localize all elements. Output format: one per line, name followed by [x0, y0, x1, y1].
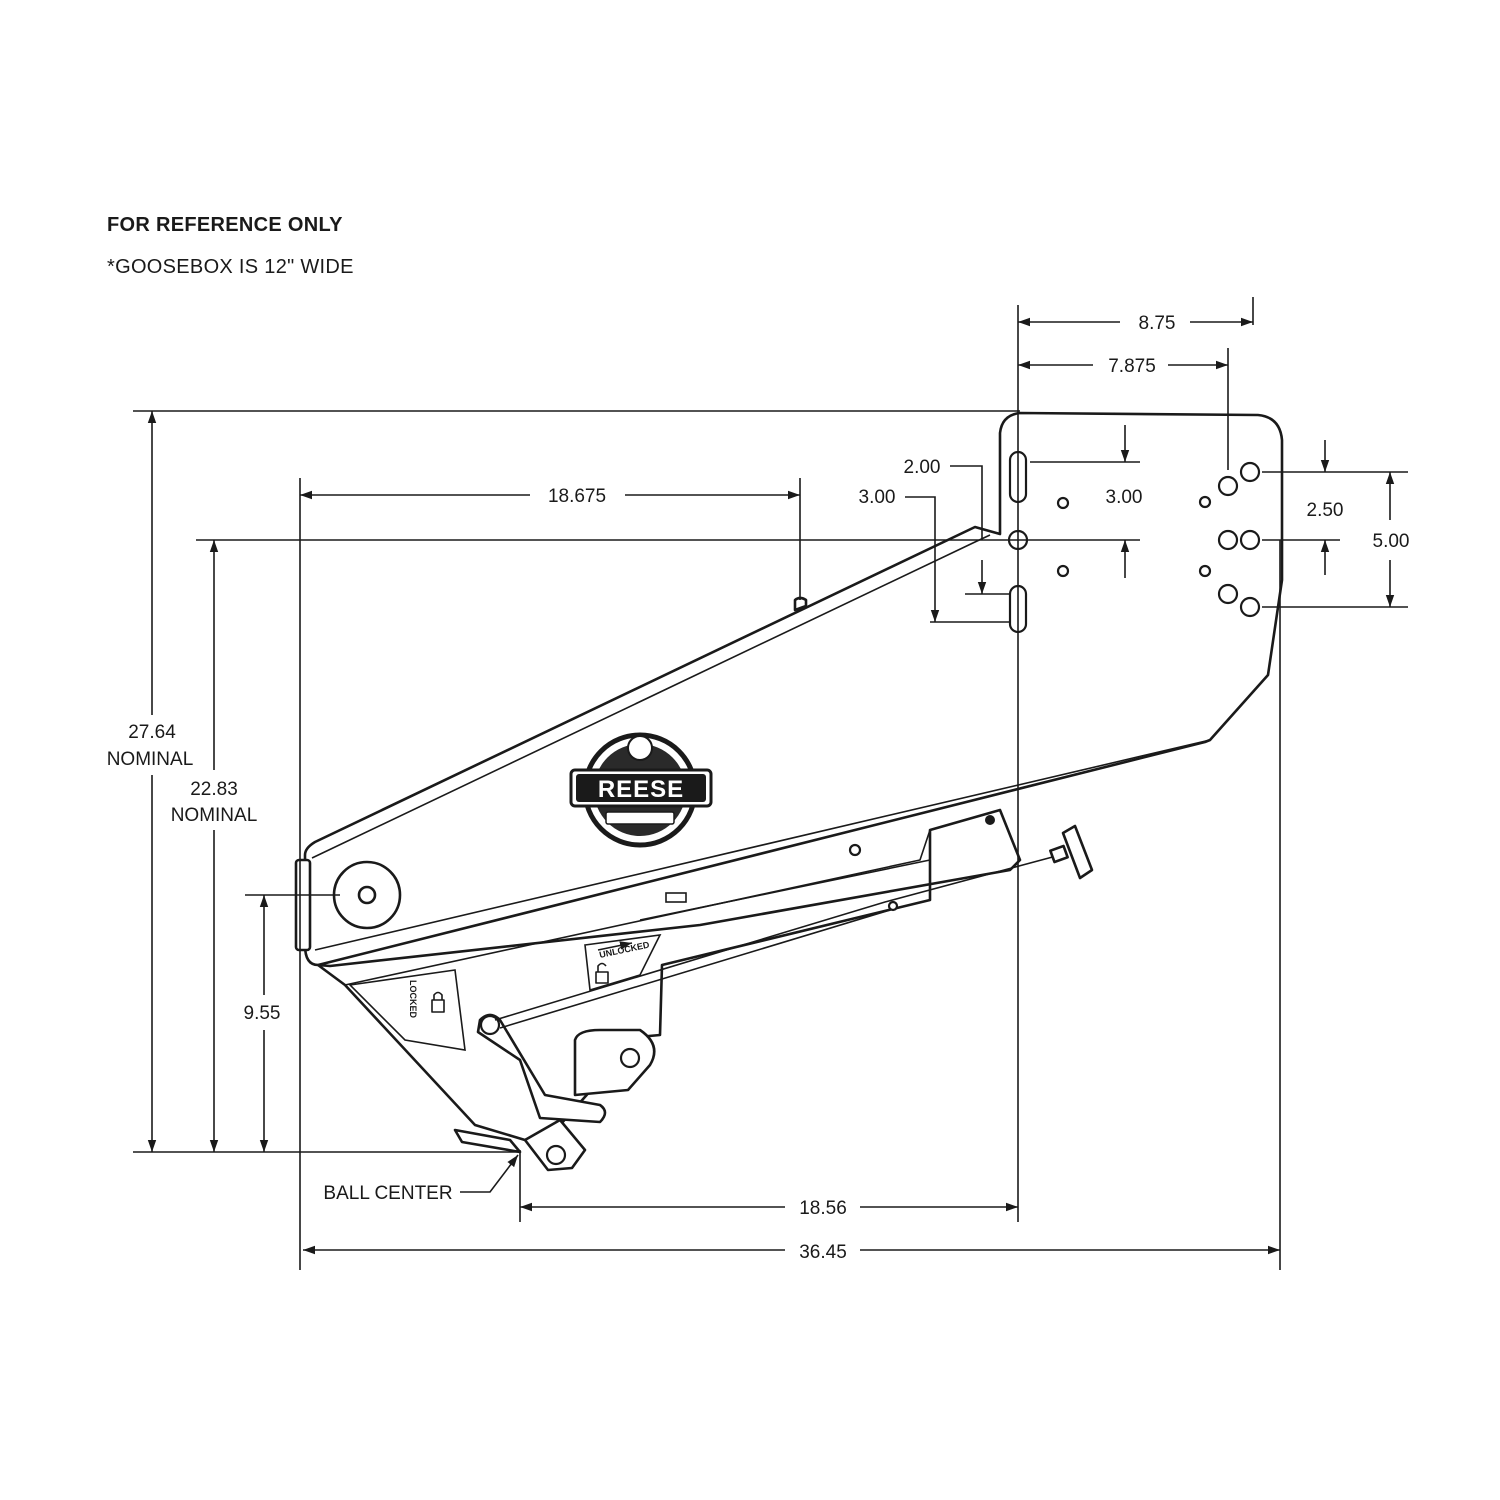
frame-hole	[848, 843, 862, 857]
cable-clip	[887, 900, 899, 912]
decal-locked-panel	[348, 969, 466, 1051]
dim-7-875: 7.875	[1108, 356, 1156, 377]
goosebox-lower	[316, 808, 1022, 1142]
ball-center	[545, 1144, 567, 1166]
release-cable-2	[499, 909, 891, 1029]
dim-22-83-note: NOMINAL	[171, 805, 258, 826]
hitch-body: LOCKED UNLOCKED	[294, 411, 1284, 1172]
dim-3-00-center: 3.00	[1106, 487, 1143, 508]
frame-tab	[665, 892, 687, 903]
lock-icon	[431, 991, 445, 1013]
dim-36-45: 36.45	[799, 1242, 847, 1263]
latch-block	[573, 1028, 656, 1097]
decal-locked-text: LOCKED	[408, 980, 418, 1019]
dim-2-00: 2.00	[904, 457, 941, 478]
unlock-icon	[595, 962, 609, 984]
dim-9-55: 9.55	[244, 1003, 281, 1024]
arrow-icon	[597, 941, 633, 951]
dim-5-00: 5.00	[1373, 531, 1410, 552]
dim-27-64: 27.64	[128, 722, 176, 743]
reese-logo	[569, 732, 713, 848]
dimension-lines	[133, 297, 1408, 1270]
note-title: FOR REFERENCE ONLY	[107, 214, 343, 236]
knob-handle-icon	[1049, 824, 1094, 880]
dim-18-675: 18.675	[548, 486, 606, 507]
dim-18-56: 18.56	[799, 1198, 847, 1219]
goosebox-inner	[344, 829, 931, 986]
dim-27-64-note: NOMINAL	[107, 749, 194, 770]
mount-holes	[1007, 450, 1261, 634]
note-goosebox-width: *GOOSEBOX IS 12" WIDE	[107, 256, 354, 278]
handle-pivot	[479, 1014, 501, 1036]
dim-3-00-left: 3.00	[859, 487, 896, 508]
pivot-pin	[357, 885, 377, 905]
goosebox-inner2	[639, 859, 931, 921]
dim-22-83: 22.83	[190, 779, 238, 800]
top-fastener	[793, 596, 808, 612]
reese-logo-text: REESE	[598, 776, 684, 803]
decal-unlocked-panel	[584, 934, 662, 992]
end-cap	[294, 858, 312, 952]
bracket-bolt	[985, 815, 995, 825]
arm-lower-edge	[314, 739, 1211, 951]
release-cable	[494, 854, 1061, 1021]
latch-bolt	[619, 1047, 641, 1069]
arm-edge	[311, 534, 991, 859]
dim-8-75: 8.75	[1139, 313, 1176, 334]
ball-center-label: BALL CENTER	[323, 1183, 452, 1204]
dim-2-50: 2.50	[1307, 500, 1344, 521]
